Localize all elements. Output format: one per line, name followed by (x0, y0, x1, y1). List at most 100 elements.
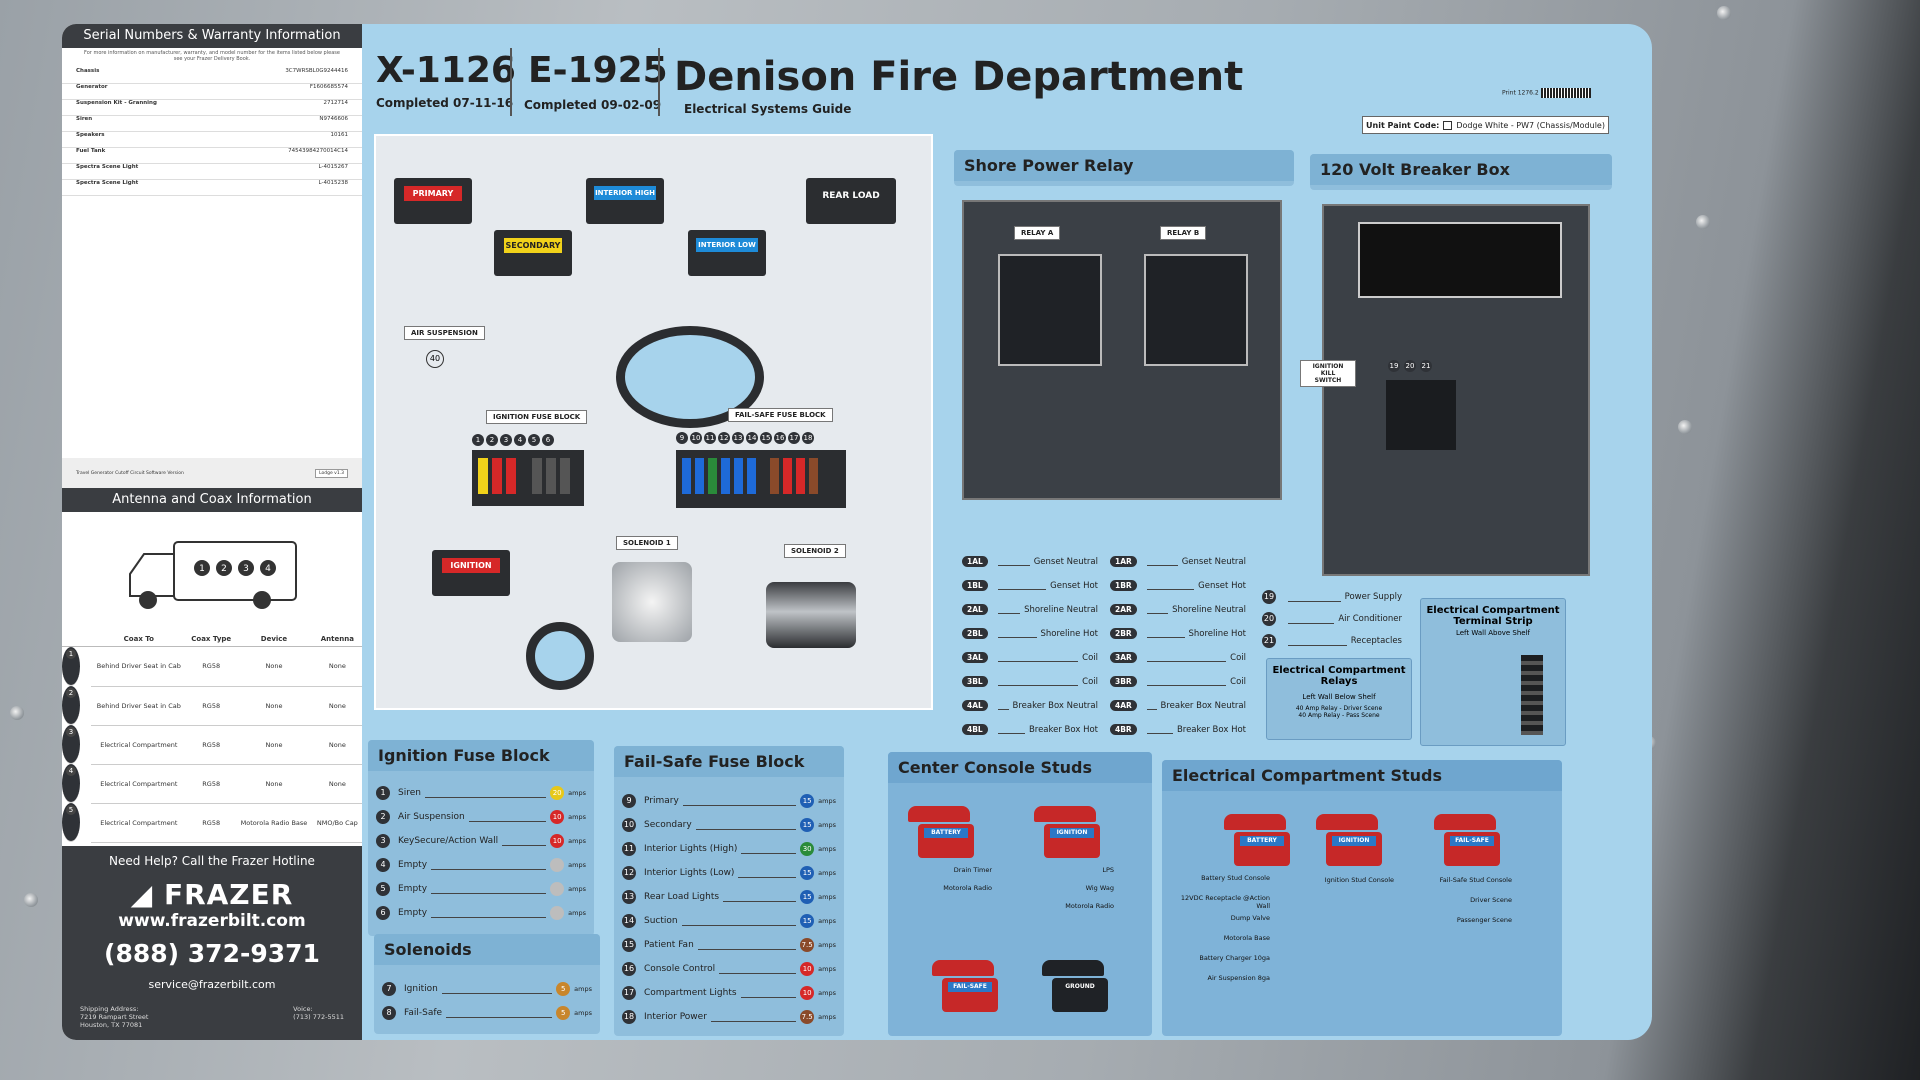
stud-wire-label: Fail-Safe Stud Console (1439, 876, 1512, 884)
breaker-desc: Power Supply (1344, 592, 1402, 602)
unit2-number: E-1925 (528, 50, 668, 91)
fuse-number: 13 (622, 890, 636, 904)
coax-cell: None (312, 686, 362, 726)
terminal-strip (1521, 655, 1543, 735)
terminal-desc: Coil (1230, 652, 1246, 663)
terminal-desc: Shoreline Hot (1040, 628, 1099, 639)
antenna-position-number: 1 (199, 564, 205, 574)
leader-line (710, 1013, 797, 1022)
breaker-title: 120 Volt Breaker Box (1310, 154, 1612, 185)
terminal-code: 3AR (1110, 652, 1137, 663)
terminal-desc: Breaker Box Hot (1028, 724, 1098, 735)
fuse-label: Secondary (644, 820, 692, 830)
failsafe-fuse-block (676, 450, 846, 508)
stud-wire-label: Battery Charger 10ga (1199, 954, 1270, 962)
fuse-number: 9 (622, 794, 636, 808)
terminal-desc: Breaker Box Hot (1176, 724, 1246, 735)
stud-label: BATTERY (924, 828, 968, 838)
stud-cap (1224, 814, 1286, 830)
leader-line (738, 869, 797, 878)
stud-terminal: GROUND (1042, 960, 1112, 1014)
amps-unit: amps (818, 893, 836, 901)
stud-cap (1316, 814, 1378, 830)
print-number: Print 1276.2 (1502, 88, 1591, 98)
leader-line (997, 701, 1009, 710)
leader-line (431, 909, 547, 918)
unit2-date: Completed 09-02-09 (524, 98, 662, 112)
fuse-number: 17 (622, 986, 636, 1000)
terminal-code: 4BL (962, 724, 988, 735)
breaker-desc: Receptacles (1350, 636, 1402, 646)
unit1-number: X-1126 (376, 50, 516, 91)
stud-wire-label: Passenger Scene (1456, 916, 1512, 924)
coax-cell: None (235, 764, 313, 804)
fuse-position-number: 1 (472, 434, 484, 446)
cable-loop (616, 326, 764, 428)
amp-badge: 5 (556, 982, 571, 996)
terminal-code: 1BR (1110, 580, 1137, 591)
fuse-position-number: 4 (514, 434, 526, 446)
software-version: Travel Generator Cutoff Circuit Software… (62, 458, 362, 488)
amp-badge: 15 (800, 818, 815, 832)
air-suspension-number: 40 (426, 350, 444, 368)
amps-unit: amps (818, 941, 836, 949)
center-console-title: Center Console Studs (888, 752, 1152, 783)
leader-line (1146, 557, 1178, 566)
leader-line (682, 797, 797, 806)
amp-badge: 7.5 (800, 1010, 815, 1024)
coax-cell: 4 (62, 764, 80, 803)
antenna-position-dot (238, 560, 254, 576)
amp-badge: 10 (550, 834, 565, 848)
fuse-number: 7 (382, 982, 396, 996)
amps-unit: amps (568, 909, 586, 917)
fuse-position-number: 17 (788, 432, 800, 444)
leader-line (681, 917, 797, 926)
terminal-desc: Coil (1230, 676, 1246, 687)
terminal-code: 2AL (962, 604, 988, 615)
interior-low-relay: INTERIOR LOW (688, 230, 766, 276)
amp-badge: 5 (556, 1006, 571, 1020)
amps-unit: amps (818, 797, 836, 805)
amp-badge (550, 882, 565, 896)
fuse-number: 10 (622, 818, 636, 832)
solenoid1-label: SOLENOID 1 (616, 536, 678, 550)
breaker-number: 19 (1262, 590, 1276, 604)
secondary-relay: SECONDARY (494, 230, 572, 276)
paint-code: Unit Paint Code:Dodge White - PW7 (Chass… (1362, 116, 1609, 134)
fuse-label: Console Control (644, 964, 716, 974)
relay-b-label: RELAY B (1160, 226, 1207, 240)
terminal-strip-box: Electrical Compartment Terminal Strip Le… (1420, 598, 1566, 746)
terminal-code: 1AR (1110, 556, 1137, 567)
terminal-desc: Shoreline Neutral (1024, 604, 1098, 615)
leader-line (446, 1009, 553, 1018)
leader-line (997, 629, 1037, 638)
stud-wire-label: Motorola Radio (943, 884, 992, 892)
terminal-desc: Genset Neutral (1033, 556, 1098, 567)
leader-line (997, 677, 1079, 686)
fuse-label: Interior Lights (Low) (644, 868, 735, 878)
interior-high-relay: INTERIOR HIGH (586, 178, 664, 224)
ignition-fuse-label: IGNITION FUSE BLOCK (486, 410, 588, 424)
coax-col-header: Coax To (90, 632, 188, 647)
terminal-code: 2AR (1110, 604, 1137, 615)
